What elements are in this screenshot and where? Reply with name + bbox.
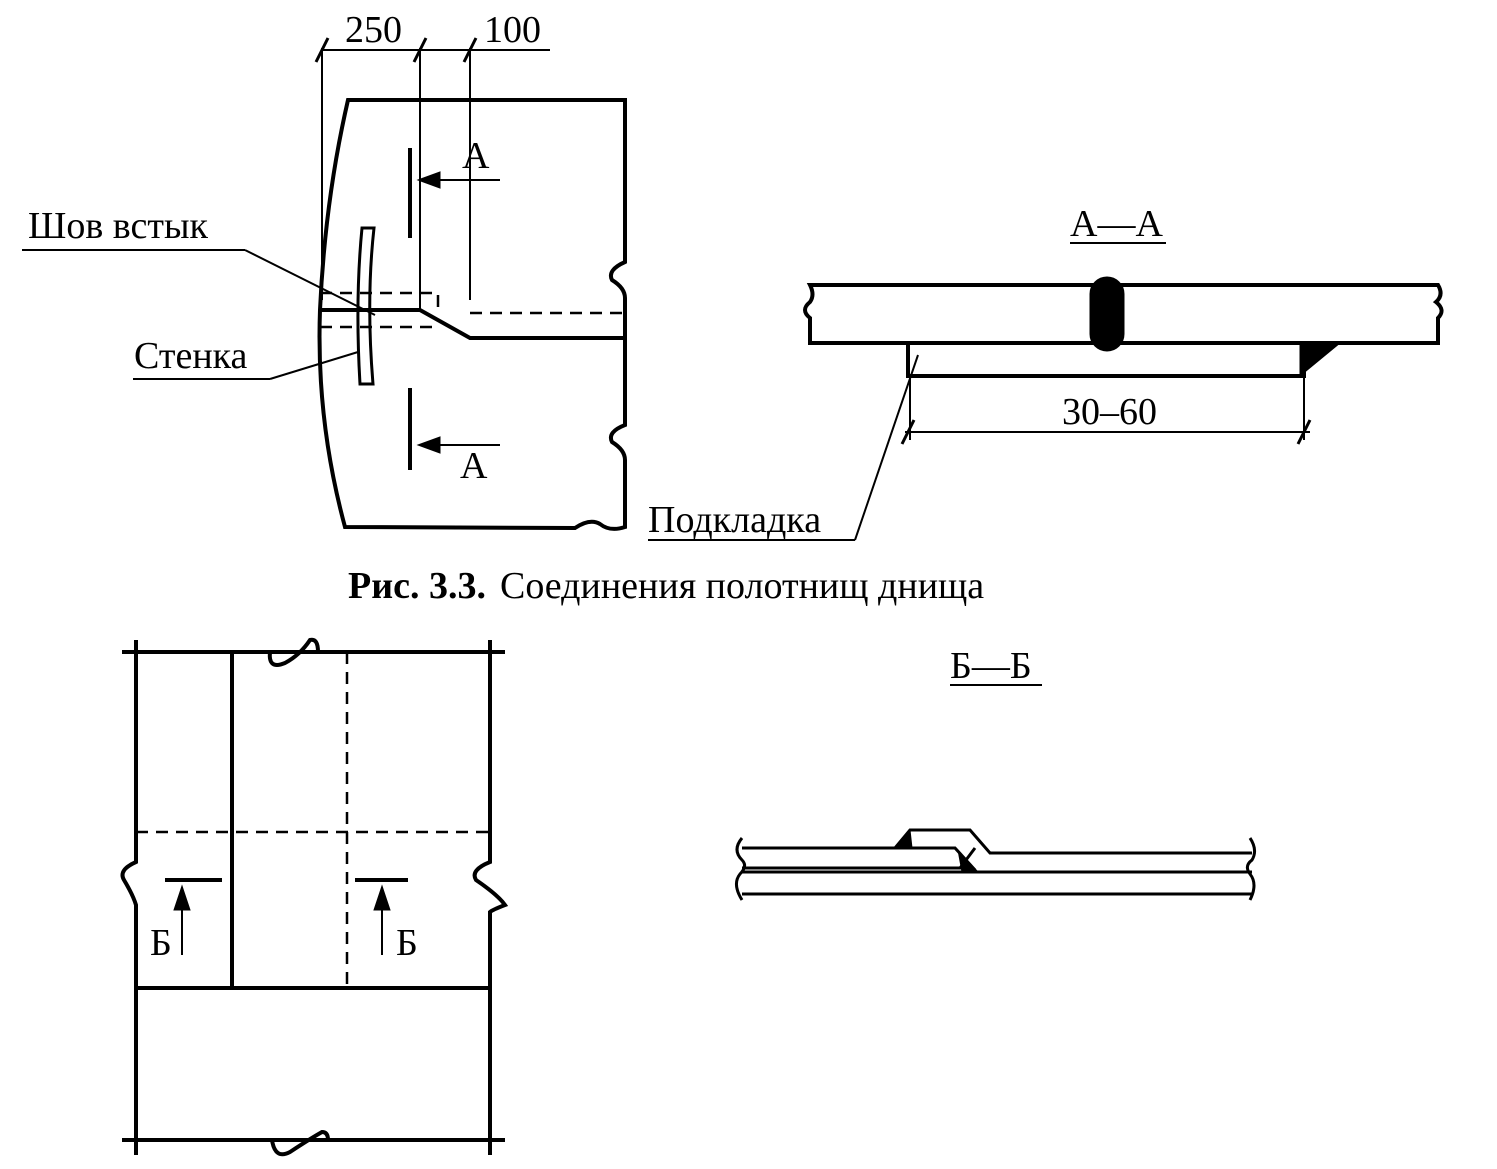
section-aa-dim-tick-left bbox=[900, 419, 916, 445]
section-a-bottom-letter: А bbox=[460, 445, 488, 487]
section-a-top-letter: А bbox=[462, 135, 490, 177]
section-a-top-arrowhead bbox=[416, 171, 441, 189]
figure-caption: Рис. 3.3. Соединения полотнищ днища bbox=[348, 565, 984, 607]
plan-a-dim-tick-3 bbox=[462, 37, 478, 63]
plan-a-dim-tick-2 bbox=[412, 37, 428, 63]
callout-seam-leader bbox=[244, 249, 376, 316]
plan-a-wall-strip bbox=[356, 226, 376, 386]
section-aa-dim-tick-right bbox=[1296, 419, 1312, 445]
callout-seam-label: Шов встык bbox=[28, 205, 209, 247]
section-bb-weld-right bbox=[957, 848, 980, 873]
section-b-right-letter: Б bbox=[396, 922, 418, 964]
plan-a-dim-100: 100 bbox=[484, 9, 541, 51]
section-a-bottom-arrowhead bbox=[416, 436, 441, 454]
plan-b-left-edge bbox=[120, 640, 138, 1155]
section-bb-break-left bbox=[735, 837, 747, 901]
section-bb-upper-plate-bottom bbox=[742, 847, 977, 870]
callout-backing-leader bbox=[854, 354, 919, 541]
plan-a-dim-250: 250 bbox=[345, 9, 402, 51]
section-aa-fillet-weld bbox=[1299, 342, 1342, 378]
section-aa-view: А—А 30–60 Подкладка bbox=[648, 203, 1444, 541]
section-aa-dim-label: 30–60 bbox=[1062, 391, 1157, 433]
section-b-left-arrowhead bbox=[173, 884, 191, 911]
figure-caption-number: Рис. 3.3. bbox=[348, 565, 486, 607]
callout-wall-leader bbox=[269, 351, 359, 380]
section-aa-butt-weld bbox=[1089, 276, 1125, 352]
section-bb-view: Б—Б bbox=[735, 645, 1257, 901]
section-bb-upper-plate bbox=[742, 828, 1252, 855]
section-b-left-letter: Б bbox=[150, 922, 172, 964]
callout-backing-label: Подкладка bbox=[648, 499, 821, 541]
section-aa-plate bbox=[803, 283, 1444, 345]
callout-wall-label: Стенка bbox=[134, 335, 248, 377]
section-bb-break-right bbox=[1245, 837, 1257, 901]
plan-b-view: Б Б bbox=[120, 637, 509, 1157]
plan-a-dashed-upper bbox=[320, 291, 625, 315]
figure-caption-title: Соединения полотнищ днища bbox=[500, 565, 984, 607]
section-aa-title: А—А bbox=[1070, 203, 1163, 245]
plan-b-right-edge bbox=[472, 640, 509, 1155]
plan-b-break-top bbox=[267, 637, 320, 667]
section-b-right-arrowhead bbox=[373, 884, 391, 911]
section-bb-weld-left bbox=[893, 828, 913, 849]
plan-a-dim-tick-1 bbox=[314, 37, 330, 63]
plan-a-view: 250 100 А А Шов встык Стенка bbox=[22, 9, 627, 531]
plan-b-break-bottom bbox=[270, 1129, 330, 1157]
section-bb-title: Б—Б bbox=[950, 645, 1032, 687]
